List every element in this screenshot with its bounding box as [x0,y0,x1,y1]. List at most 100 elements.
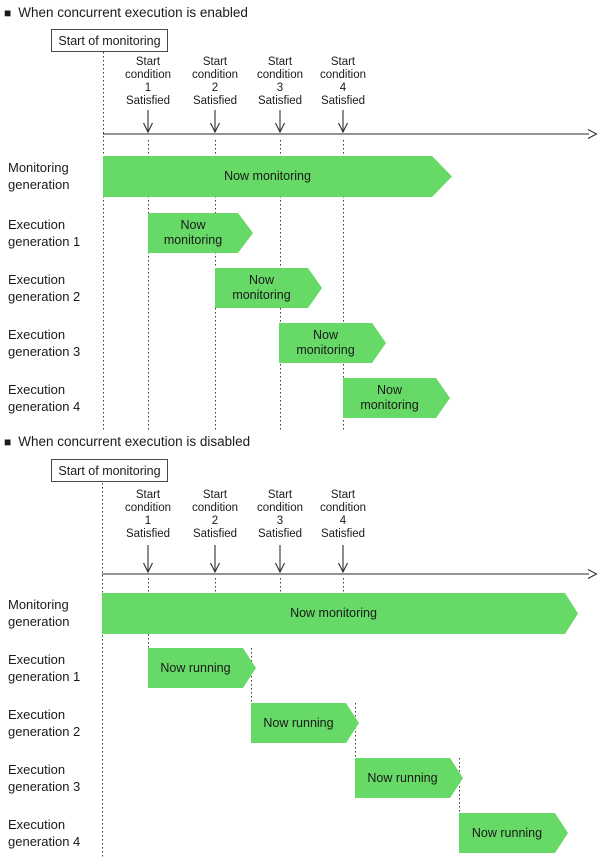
condition-label-line: 1 [144,82,152,94]
condition-label-line: Satisfied [192,528,238,540]
condition-label-line: Satisfied [320,95,366,107]
start-of-monitoring-box: Start of monitoring [51,29,168,52]
condition-arrow-icon [210,122,220,134]
bar-label: Now monitoring [296,328,355,357]
condition-label-4: Start condition 4 Satisfied [309,56,377,108]
condition-label-line: 2 [211,515,219,527]
condition-label-line: Start [330,489,356,501]
row-label: Execution generation 4 [8,817,81,849]
bar-label: Now monitoring [232,273,291,302]
condition-label-line: condition [319,69,367,81]
row-label: Execution generation 4 [8,382,81,414]
condition-label-line: Start [135,489,161,501]
condition-label-line: 4 [339,82,347,94]
condition-label-line: 3 [276,82,284,94]
gantt-bar-execution-1: Now running [148,648,256,688]
bar-label: Now monitoring [290,606,377,620]
condition-label-line: condition [319,502,367,514]
section-title-text: When concurrent execution is enabled [18,5,248,20]
condition-label-3: Start condition 3 Satisfied [246,489,314,541]
condition-arrow-icon [338,122,348,134]
bar-label: Now running [471,825,543,840]
condition-label-line: 1 [144,515,152,527]
row-label: Execution generation 1 [8,217,81,249]
condition-label-line: 4 [339,515,347,527]
dotted-guide-line [459,758,460,813]
bar-label: Now running [367,770,438,785]
condition-label-line: 2 [211,82,219,94]
condition-label-line: Satisfied [125,95,171,107]
section-bullet-icon: ■ [4,5,12,20]
timeline-arrowhead-icon [587,569,598,579]
condition-arrow-icon [210,562,220,574]
gantt-bar-monitoring: Now monitoring [102,593,578,634]
condition-arrow-icon [275,122,285,134]
bar-label: Now running [160,660,231,675]
row-label: Monitoring generation [8,597,70,629]
condition-label-1: Start condition 1 Satisfied [114,56,182,108]
condition-label-line: Satisfied [125,528,171,540]
gantt-bar-execution-3: Now running [355,758,463,798]
condition-label-2: Start condition 2 Satisfied [181,56,249,108]
dotted-guide-line [103,52,104,430]
condition-label-line: condition [256,502,304,514]
condition-label-4: Start condition 4 Satisfied [309,489,377,541]
condition-label-3: Start condition 3 Satisfied [246,56,314,108]
timeline-arrowhead-icon [587,129,598,139]
row-label: Execution generation 2 [8,707,81,739]
bar-label: Now monitoring [163,218,223,247]
condition-label-line: 3 [276,515,284,527]
dotted-guide-line [251,648,252,703]
section-title-enabled: ■ When concurrent execution is enabled [4,5,248,20]
condition-label-line: Start [135,56,161,68]
start-of-monitoring-label: Start of monitoring [58,33,161,48]
section-title-text: When concurrent execution is disabled [18,434,251,449]
condition-label-line: condition [191,69,239,81]
row-label: Execution generation 2 [8,272,81,304]
condition-label-line: condition [191,502,239,514]
condition-label-line: Start [267,56,293,68]
condition-label-line: Satisfied [320,528,366,540]
bar-label: Now monitoring [224,169,311,183]
condition-arrow-icon [143,122,153,134]
gantt-bar-execution-4: Now monitoring [343,378,450,418]
dotted-guide-line [355,703,356,758]
condition-arrow-icon [275,562,285,574]
condition-label-line: condition [256,69,304,81]
gantt-bar-monitoring: Now monitoring [103,156,452,197]
condition-label-line: condition [124,69,172,81]
condition-label-line: Satisfied [192,95,238,107]
section-bullet-icon: ■ [4,434,12,449]
condition-label-2: Start condition 2 Satisfied [181,489,249,541]
condition-label-line: Satisfied [257,95,303,107]
condition-label-line: Start [202,56,228,68]
gantt-bar-execution-4: Now running [459,813,568,853]
section-title-disabled: ■ When concurrent execution is disabled [4,434,250,449]
start-of-monitoring-label: Start of monitoring [58,463,161,478]
start-of-monitoring-box: Start of monitoring [51,459,168,482]
dotted-guide-line [280,578,281,593]
condition-arrow-icon [143,562,153,574]
gantt-bar-execution-1: Now monitoring [148,213,253,253]
dotted-guide-line [343,140,344,430]
condition-label-line: Start [202,489,228,501]
bar-label: Now running [263,715,334,730]
row-label: Execution generation 3 [8,327,81,359]
row-label: Execution generation 3 [8,762,81,794]
condition-label-line: condition [124,502,172,514]
condition-arrow-icon [338,562,348,574]
gantt-bar-execution-3: Now monitoring [279,323,386,363]
gantt-bar-execution-2: Now running [251,703,359,743]
condition-label-line: Start [330,56,356,68]
row-label: Execution generation 1 [8,652,81,684]
dotted-guide-line [215,578,216,593]
bar-label: Now monitoring [360,383,419,412]
dotted-guide-line [148,140,149,430]
condition-label-line: Start [267,489,293,501]
dotted-guide-line [343,578,344,593]
condition-label-1: Start condition 1 Satisfied [114,489,182,541]
gantt-bar-execution-2: Now monitoring [215,268,322,308]
condition-label-line: Satisfied [257,528,303,540]
